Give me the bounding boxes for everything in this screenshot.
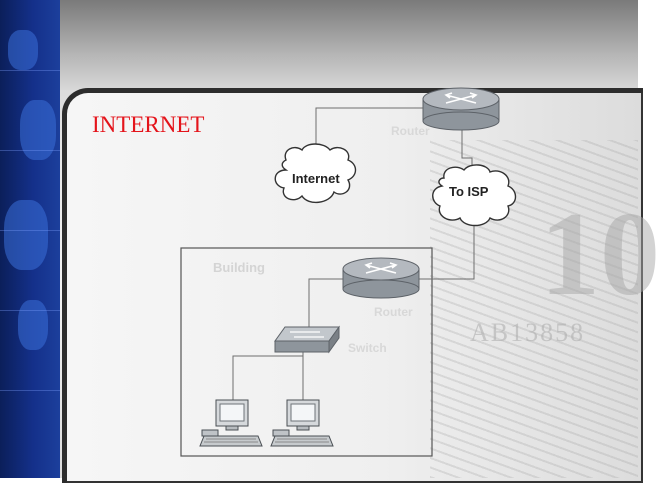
background-globe-strip	[0, 0, 60, 478]
link-router-switch	[308, 278, 345, 329]
router-building-icon	[342, 257, 420, 299]
router-top-icon	[422, 87, 500, 131]
background-top-band	[60, 0, 638, 90]
building-boundary	[180, 247, 433, 457]
banknote-serial: AB13858	[470, 318, 586, 347]
pc-left-icon	[199, 399, 263, 447]
isp-cloud-icon	[432, 164, 517, 227]
isp-cloud-label: To ISP	[449, 184, 489, 199]
router-top-label: Router	[391, 124, 430, 138]
link-switch-pc-left	[232, 352, 304, 400]
router-building-label: Router	[374, 305, 413, 319]
link-isp-building-router	[418, 226, 475, 280]
banknote-numeral: 10	[540, 187, 660, 320]
switch-icon	[274, 325, 340, 354]
switch-label: Switch	[348, 341, 387, 355]
internet-cloud-label: Internet	[292, 171, 340, 186]
links	[232, 107, 475, 400]
pc-right-icon	[270, 399, 334, 447]
link-internet-router	[315, 107, 426, 160]
internet-cloud-icon	[274, 143, 357, 203]
slide-title: INTERNET	[92, 112, 205, 137]
network-diagram: Building Router Internet To ISP	[180, 87, 517, 457]
building-label: Building	[213, 260, 265, 275]
